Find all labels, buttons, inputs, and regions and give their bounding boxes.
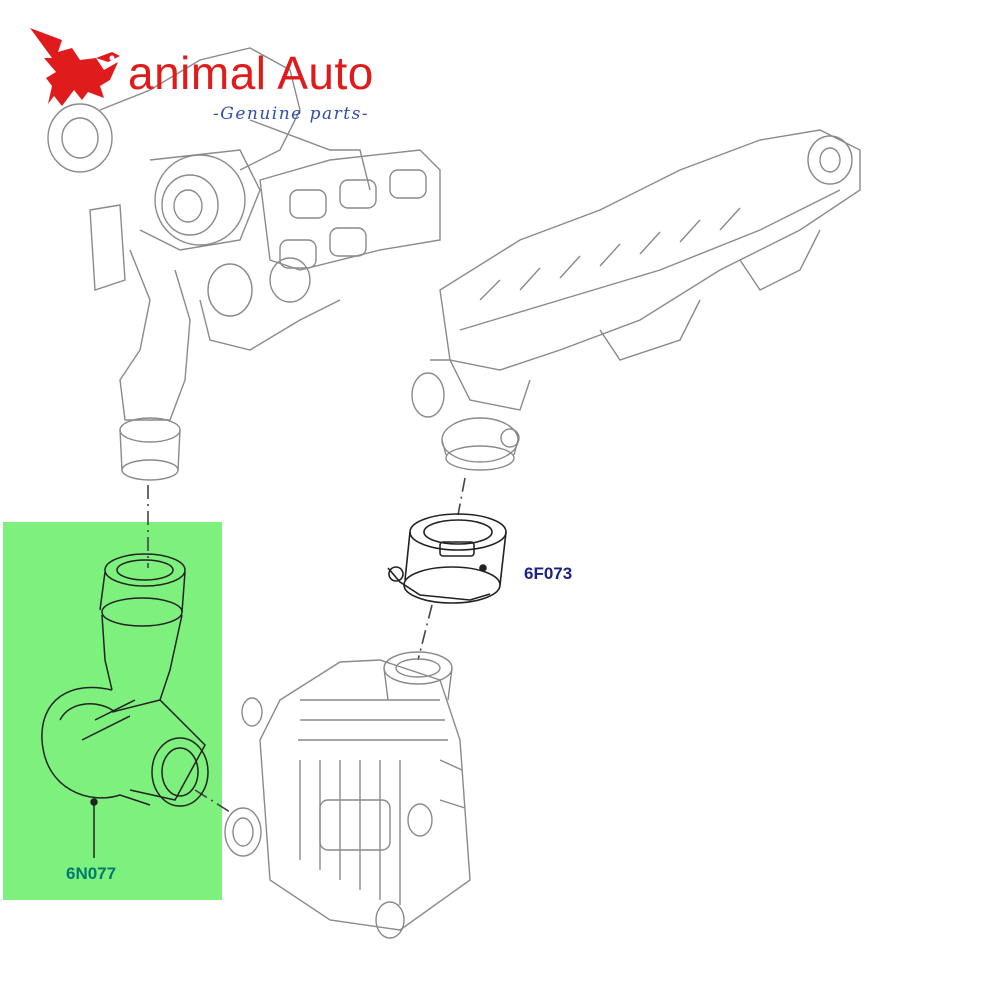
part-6n077-illustration	[41, 553, 209, 858]
intake-manifold-illustration	[411, 129, 861, 471]
turbocharger-illustration	[47, 47, 441, 481]
brand-title: animal Auto	[128, 47, 374, 99]
callout-label-6n077: 6N077	[66, 864, 117, 883]
part-6f073-illustration	[387, 513, 507, 604]
callout-label-6f073: 6F073	[524, 564, 573, 583]
brand-tagline: -Genuine parts-	[213, 104, 370, 124]
intercooler-illustration	[224, 651, 471, 939]
red-bird-icon	[30, 28, 120, 106]
